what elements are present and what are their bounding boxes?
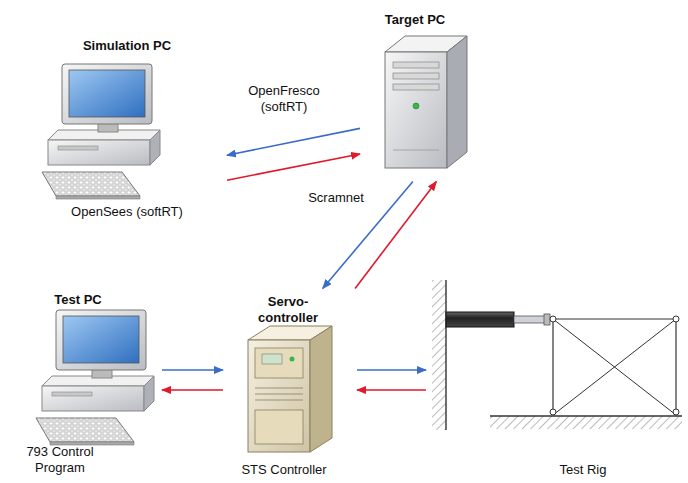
computer-node: Target PC: [362, 8, 472, 180]
desktop-pc-icon: [42, 64, 160, 199]
computer-node: Test PC 793 Control Program: [15, 288, 160, 480]
node-heading: Servo- controller: [248, 294, 328, 326]
node-caption: 793 Control Program: [15, 444, 105, 476]
server-icon: [385, 36, 467, 168]
link-label: Scramnet: [294, 190, 378, 206]
computer-node: Simulation PC OpenSees (softRT): [30, 34, 225, 224]
node-caption: STS Controller: [224, 462, 344, 478]
node-caption: Test Rig: [533, 462, 633, 478]
signal-arrow: [227, 128, 360, 155]
node-heading: Test PC: [33, 292, 123, 308]
test-rig-drawing: [432, 280, 682, 430]
node-heading: Target PC: [365, 12, 465, 28]
controller-node: Servo- controllerSTS Controller: [225, 290, 355, 482]
link-label: OpenFresco (softRT): [236, 83, 332, 115]
signal-arrow: [227, 154, 360, 180]
test-rig-node: Test Rig: [428, 270, 685, 480]
controller-cabinet-icon: [248, 326, 332, 452]
signal-arrow: [357, 369, 426, 371]
signal-arrow: [357, 389, 426, 391]
signal-arrow: [162, 389, 223, 391]
desktop-pc-icon: [36, 310, 154, 445]
node-heading: Simulation PC: [57, 38, 197, 54]
node-caption: OpenSees (softRT): [52, 204, 202, 220]
signal-arrow: [162, 369, 223, 371]
